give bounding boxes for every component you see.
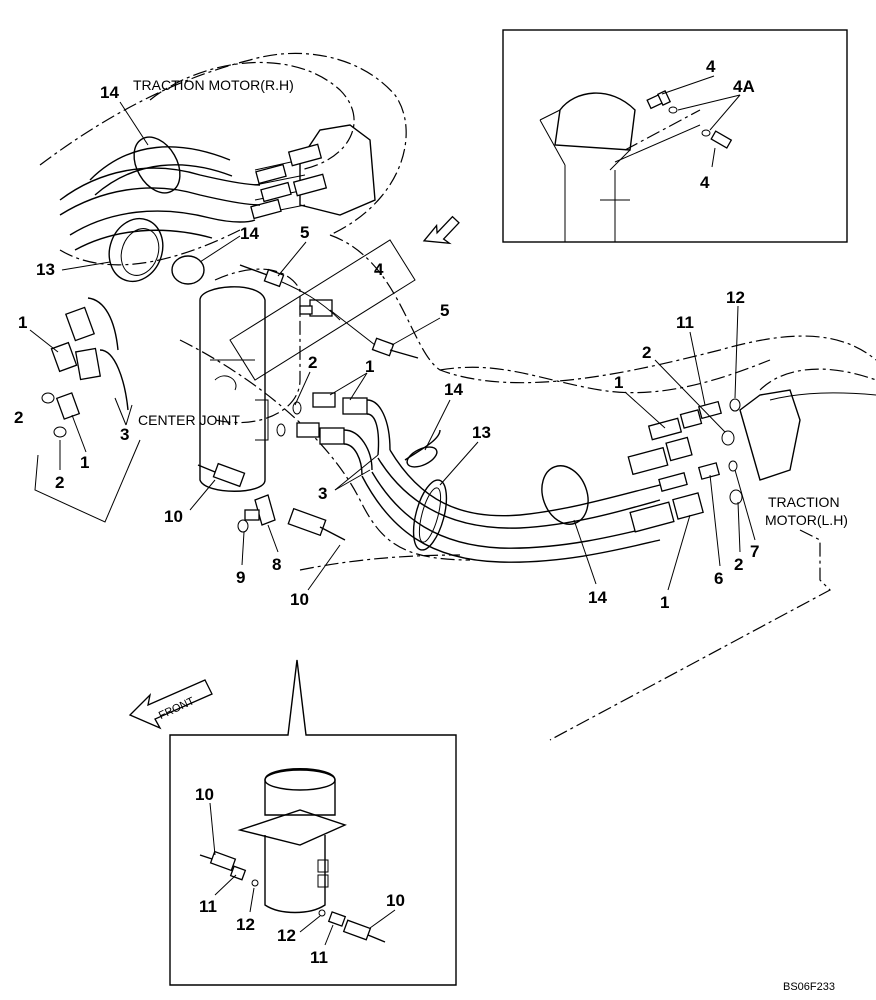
callout-12: 12: [277, 926, 296, 945]
o-ring-2: [729, 489, 743, 505]
callout-4: 4: [706, 57, 716, 76]
o-ring-7: [728, 460, 738, 472]
callout-14: 14: [444, 380, 463, 399]
fitting-5-upper: [239, 264, 285, 288]
inset-top-right: 4 4A 4: [502, 29, 848, 243]
callout-10: 10: [290, 590, 309, 609]
callout-4: 4: [374, 260, 384, 279]
callout-12: 12: [726, 288, 745, 307]
front-arrow: FRONT: [128, 679, 213, 730]
long-hoses: [361, 449, 661, 563]
callout-4a: 4A: [733, 77, 755, 96]
callout-11: 11: [310, 948, 328, 967]
callout-14: 14: [100, 83, 119, 102]
o-ring-12: [318, 909, 326, 917]
inset-bottom: 10 11 12 12 11 10: [169, 659, 457, 986]
callout-14: 14: [588, 588, 607, 607]
callout-11: 11: [676, 313, 694, 332]
callout-11: 11: [199, 897, 217, 916]
label-traction-motor-lh-line2: MOTOR(L.H): [765, 512, 848, 528]
o-ring-9: [237, 519, 249, 533]
tee-fitting-4: [299, 299, 333, 317]
o-ring-2: [292, 401, 302, 415]
fitting-10-inset-left: [199, 850, 237, 872]
callout-10: 10: [386, 891, 405, 910]
callout-3: 3: [318, 484, 327, 503]
clamp-14: [133, 136, 181, 194]
fitting-10-bottom: [287, 507, 346, 541]
callout-2: 2: [308, 353, 317, 372]
inset-bottom-frame: [169, 659, 457, 986]
clamp-14: [541, 465, 589, 525]
center-joint-assembly: [34, 239, 441, 541]
callout-10: 10: [195, 785, 214, 804]
o-ring-12: [251, 879, 259, 887]
fitting-5-mid: [371, 337, 419, 359]
o-ring-2: [41, 392, 55, 404]
callout-1: 1: [614, 373, 623, 392]
callout-2: 2: [14, 408, 23, 427]
machine-outline: [39, 52, 876, 741]
callout-1: 1: [18, 313, 27, 332]
callout-8: 8: [272, 555, 281, 574]
motor-lh-fittings: [627, 400, 723, 533]
callout-4: 4: [700, 173, 710, 192]
callout-12: 12: [236, 915, 255, 934]
callout-6: 6: [714, 569, 723, 588]
fitting-4-lower: [710, 130, 733, 149]
callout-1: 1: [80, 453, 89, 472]
fitting-4-upper: [646, 90, 672, 110]
callout-1: 1: [365, 357, 374, 376]
callout-5: 5: [440, 301, 449, 320]
callout-13: 13: [472, 423, 491, 442]
o-ring-2: [276, 423, 286, 437]
clamp-14-center: [404, 429, 441, 468]
o-ring-12: [729, 398, 741, 412]
grommet-13: [412, 479, 448, 551]
callout-3: 3: [120, 425, 129, 444]
inset-top-frame: [502, 29, 848, 243]
fitting-10-left: [197, 462, 246, 488]
grommet-13: [108, 217, 164, 283]
callout-2: 2: [55, 473, 64, 492]
label-traction-motor-rh: TRACTION MOTOR(R.H): [133, 77, 294, 93]
o-ring-2: [721, 430, 735, 446]
callout-5: 5: [300, 223, 309, 242]
traction-motor-rh: [59, 124, 376, 285]
callout-1: 1: [660, 593, 669, 612]
callout-9: 9: [236, 568, 245, 587]
label-center-joint: CENTER JOINT: [138, 412, 240, 428]
fittings-1-center: [296, 392, 368, 445]
o-ring-4a-lower: [701, 129, 711, 137]
callout-14: 14: [240, 224, 259, 243]
o-ring-4a-upper: [668, 106, 678, 114]
drawing-code: BS06F233: [783, 981, 835, 993]
leader-box-4: [229, 239, 416, 381]
callout-2: 2: [642, 343, 651, 362]
label-traction-motor-lh-line1: TRACTION: [768, 494, 840, 510]
callout-10: 10: [164, 507, 183, 526]
callout-2: 2: [734, 555, 743, 574]
clamp-14: [171, 255, 205, 285]
motor-rh-fittings: [250, 143, 328, 220]
callout-7: 7: [750, 542, 759, 561]
fitting-10-inset-right: [342, 919, 386, 943]
callout-13: 13: [36, 260, 55, 279]
o-ring-2: [53, 426, 67, 438]
left-loose-fittings: [50, 297, 129, 420]
view-arrow: [422, 215, 460, 245]
traction-motor-lh: [627, 389, 876, 533]
fitting-11-inset-right: [327, 911, 347, 927]
elbow-8: [244, 494, 276, 526]
